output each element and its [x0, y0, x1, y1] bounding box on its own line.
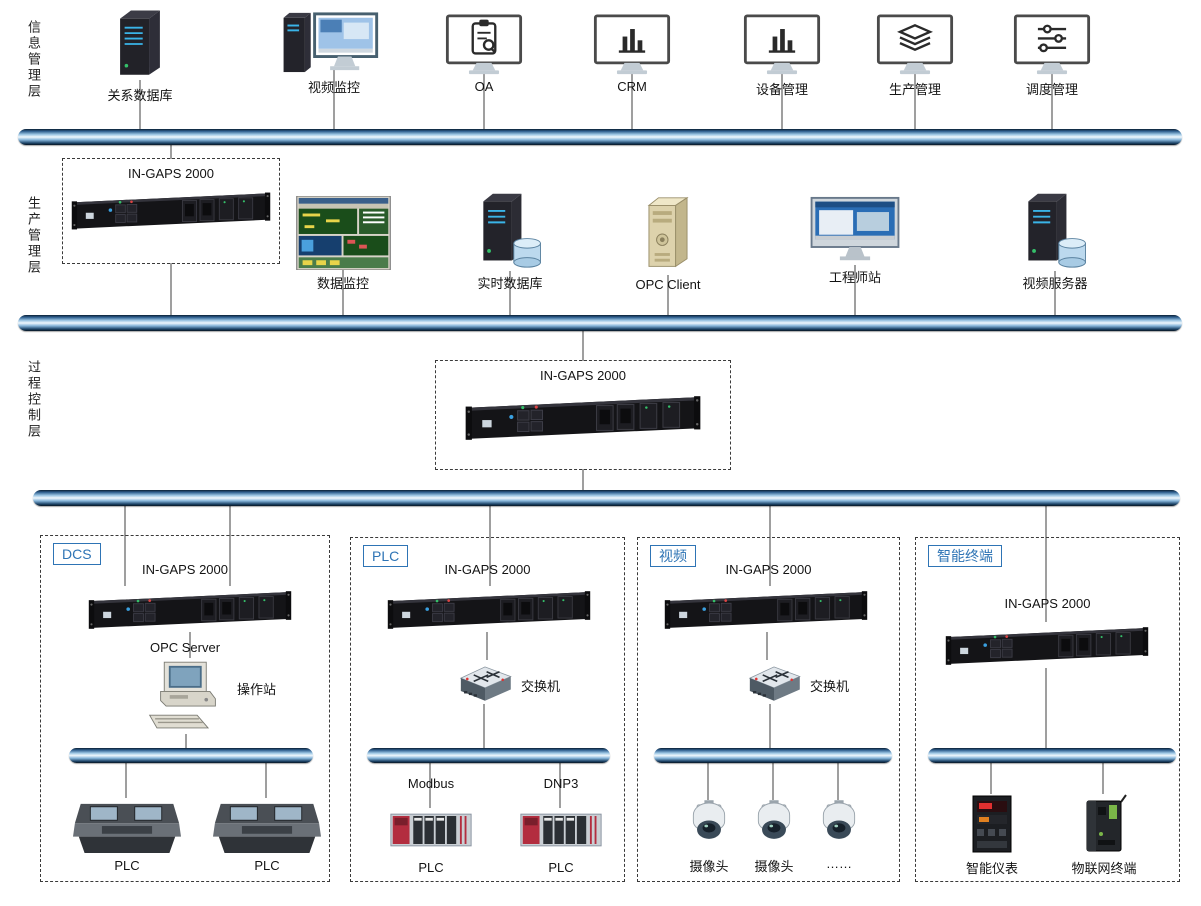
- node-label: 调度管理: [1025, 82, 1078, 97]
- workstation-monitor-icon: [279, 10, 389, 74]
- server-database-icon: [1020, 190, 1090, 270]
- information-layer-bus: [18, 129, 1182, 145]
- gateway-rack-icon: [87, 586, 293, 634]
- node-label: CRM: [617, 79, 647, 94]
- node-label: 视频监控: [307, 80, 360, 95]
- layer-label-information: 信息管理层: [26, 20, 41, 100]
- node-label: OA: [474, 79, 494, 94]
- node-oa: OA: [444, 14, 524, 94]
- layer-label-production: 生产管理层: [26, 196, 41, 276]
- node-production-management: 生产管理: [875, 14, 955, 98]
- monitor-clipboard-icon: [444, 14, 524, 76]
- tower-pc-icon: [638, 194, 698, 274]
- plc-rack-icon: [389, 808, 473, 852]
- node-relational-database: 关系数据库: [98, 6, 182, 104]
- video-tag: 视频: [650, 545, 696, 567]
- server-database-icon: [475, 190, 545, 270]
- switch-label: 交换机: [521, 679, 561, 694]
- operator-console-icon: [73, 798, 181, 856]
- device-label: PLC: [418, 860, 444, 875]
- gateway-rack-icon: [386, 586, 592, 634]
- smart-meter-icon: [966, 794, 1018, 854]
- terminal-bus: [928, 748, 1176, 763]
- iot-terminal-icon: [1078, 794, 1130, 854]
- device-label: PLC: [114, 858, 140, 873]
- node-label: 视频服务器: [1022, 276, 1088, 291]
- gateway-rack-icon: [454, 391, 712, 445]
- switch-label: 交换机: [810, 679, 850, 694]
- node-equipment-management: 设备管理: [742, 14, 822, 98]
- gateway-box-production: IN-GAPS 2000: [62, 158, 280, 264]
- terminal-group-box: 智能终端 IN-GAPS 2000 智能仪表 物联网终端: [915, 537, 1180, 882]
- camera-icon: [686, 800, 732, 852]
- protocol-label-dnp3: DNP3: [543, 776, 579, 791]
- plc-rack-icon: [519, 808, 603, 852]
- node-data-monitoring: 数据监控: [295, 196, 391, 292]
- gateway-label: IN-GAPS 2000: [1004, 596, 1091, 611]
- dcs-bus: [69, 748, 313, 763]
- node-label: 生产管理: [888, 82, 941, 97]
- device-label: 智能仪表: [965, 861, 1018, 876]
- production-layer-bus: [18, 315, 1182, 331]
- gateway-label: IN-GAPS 2000: [725, 562, 812, 577]
- dcs-tag: DCS: [53, 543, 101, 565]
- server-tower-icon: [111, 6, 169, 82]
- gateway-label: IN-GAPS 2000: [128, 166, 214, 181]
- node-label: OPC Client: [635, 277, 701, 292]
- monitor-barchart-icon: [742, 14, 822, 76]
- terminal-tag: 智能终端: [928, 545, 1002, 567]
- device-label: 摄像头: [754, 859, 794, 874]
- device-label: 摄像头: [689, 859, 729, 874]
- node-crm: CRM: [592, 14, 672, 94]
- node-video-server: 视频服务器: [1015, 190, 1095, 292]
- scada-screen-icon: [296, 196, 391, 270]
- device-label: PLC: [254, 858, 280, 873]
- monitor-layers-icon: [875, 14, 955, 76]
- opc-server-label: OPC Server: [149, 640, 221, 655]
- gateway-rack-icon: [70, 187, 272, 235]
- switch-icon: [745, 660, 803, 706]
- operator-console-icon: [213, 798, 321, 856]
- gateway-rack-icon: [663, 586, 869, 634]
- monitor-barchart-icon: [592, 14, 672, 76]
- video-bus: [654, 748, 892, 763]
- layer-label-process: 过程控制层: [26, 360, 41, 440]
- engineer-monitor-icon: [806, 196, 904, 264]
- gateway-rack-icon: [944, 622, 1150, 670]
- node-opc-client: OPC Client: [628, 194, 708, 292]
- node-video-surveillance: 视频监控: [278, 10, 390, 96]
- gateway-label: IN-GAPS 2000: [540, 368, 626, 383]
- operator-station-label: 操作站: [237, 682, 277, 697]
- node-engineer-station: 工程师站: [805, 196, 905, 286]
- gateway-label: IN-GAPS 2000: [142, 562, 228, 577]
- gateway-box-process: IN-GAPS 2000: [435, 360, 731, 470]
- node-label: 实时数据库: [477, 276, 543, 291]
- node-realtime-database: 实时数据库: [470, 190, 550, 292]
- node-dispatch-management: 调度管理: [1012, 14, 1092, 98]
- plc-tag: PLC: [363, 545, 409, 567]
- protocol-label-modbus: Modbus: [407, 776, 455, 791]
- plc-bus: [367, 748, 610, 763]
- operator-computer-icon: [146, 656, 230, 736]
- camera-icon: [751, 800, 797, 852]
- node-label: 关系数据库: [107, 88, 173, 103]
- process-layer-bus: [33, 490, 1180, 506]
- device-label: 物联网终端: [1071, 861, 1137, 876]
- plc-group-box: PLC IN-GAPS 2000 交换机 Modbus DNP3 PLC PLC: [350, 537, 625, 882]
- video-group-box: 视频 IN-GAPS 2000 交换机 摄像头 摄像头 ……: [637, 537, 900, 882]
- dcs-group-box: DCS IN-GAPS 2000 OPC Server 操作站 PLC PLC: [40, 535, 330, 882]
- device-label: PLC: [548, 860, 574, 875]
- gateway-label: IN-GAPS 2000: [444, 562, 531, 577]
- monitor-sliders-icon: [1012, 14, 1092, 76]
- camera-icon: [816, 800, 862, 852]
- device-label-ellipsis: ……: [826, 856, 852, 871]
- switch-icon: [456, 660, 514, 706]
- node-label: 设备管理: [755, 82, 808, 97]
- node-label: 数据监控: [316, 276, 369, 291]
- node-label: 工程师站: [828, 270, 881, 285]
